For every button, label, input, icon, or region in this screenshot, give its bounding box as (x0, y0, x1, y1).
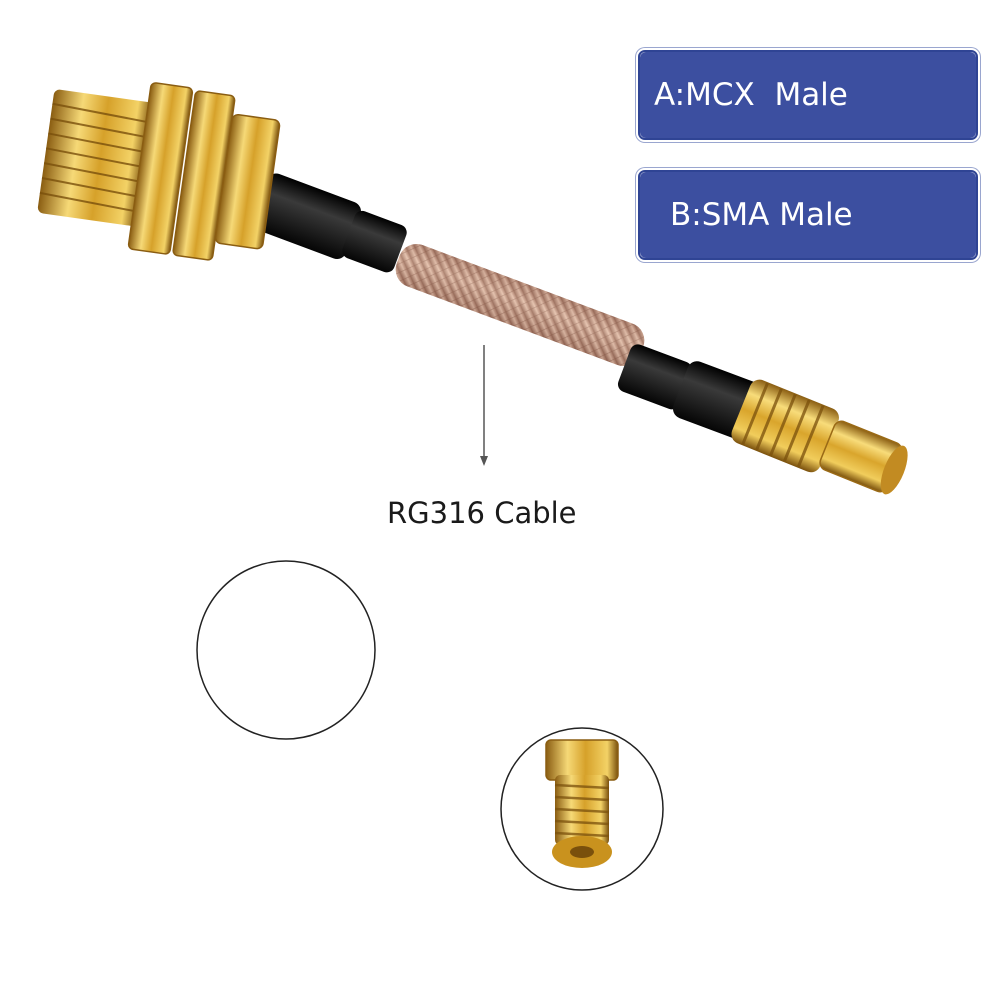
sma-bulkhead-connector (37, 82, 281, 261)
cable-caption: RG316 Cable (387, 496, 577, 530)
cable-assembly (37, 82, 908, 495)
label-box-mcx-male: A:MCX Male (638, 50, 978, 140)
braided-cable (395, 244, 645, 366)
detail-circle-mcx (196, 560, 376, 740)
detail-circle-sma (500, 727, 664, 891)
label-box-a-fill (640, 52, 976, 138)
label-box-sma-male: B:SMA Male (638, 170, 978, 260)
label-box-b-fill (640, 172, 976, 258)
arrow-down-icon (480, 345, 488, 466)
label-mcx-male-text: A:MCX Male (654, 77, 848, 113)
label-sma-male-text: B:SMA Male (670, 197, 853, 233)
mcx-connector (731, 379, 908, 495)
heat-shrink-sma-side (252, 173, 407, 273)
